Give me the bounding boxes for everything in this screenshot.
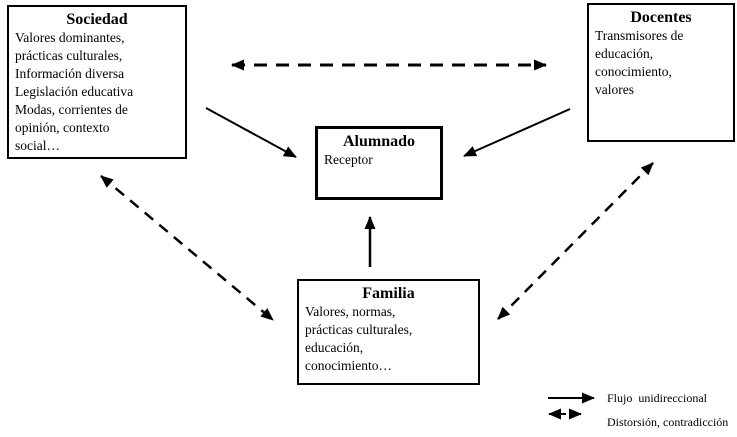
box-alumnado-body: Receptor [324, 152, 373, 167]
legend-solid-label: Flujo unidireccional [607, 391, 707, 405]
box-sociedad: Sociedad Valores dominantes, prácticas c… [7, 5, 187, 159]
box-docentes: Docentes Transmisores de educación, cono… [587, 3, 735, 142]
box-familia: Familia Valores, normas, prácticas cultu… [297, 279, 480, 385]
box-sociedad-title: Sociedad [66, 11, 128, 28]
box-sociedad-body: Valores dominantes, prácticas culturales… [15, 30, 134, 153]
box-familia-body: Valores, normas, prácticas culturales, e… [305, 304, 413, 373]
arrow-docentes-alumnado [463, 108, 571, 157]
arrow-sociedad-familia [100, 175, 274, 321]
box-docentes-title: Docentes [630, 9, 692, 26]
arrow-docentes-familia [497, 162, 654, 320]
box-alumnado: Alumnado Receptor [315, 126, 443, 200]
arrow-sociedad-alumnado [205, 107, 297, 158]
legend-dashed-label: Distorsión, contradicción [607, 415, 729, 429]
box-alumnado-title: Alumnado [342, 133, 416, 150]
box-familia-title: Familia [362, 285, 415, 302]
box-docentes-body: Transmisores de educación, conocimiento,… [595, 28, 684, 97]
